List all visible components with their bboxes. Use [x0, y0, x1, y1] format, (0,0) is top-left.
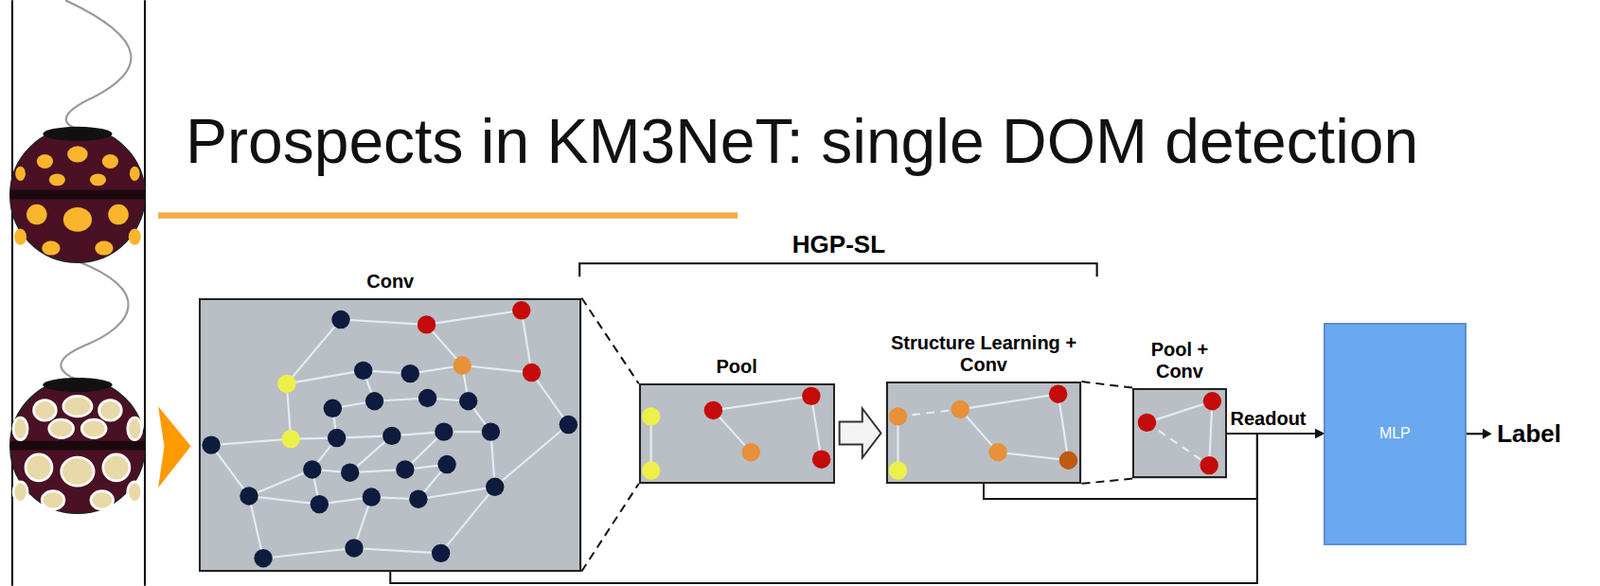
slide-title: Prospects in KM3NeT: single DOM detectio… — [185, 109, 1419, 173]
graph-edges — [211, 310, 1212, 559]
output-arrow — [1466, 428, 1493, 440]
skip-connector — [983, 433, 1324, 499]
edge-label: Readout — [1230, 408, 1307, 430]
structure-learning-box: Structure Learning + Conv — [886, 381, 1083, 484]
pool-conv-box: Pool + Conv — [1132, 388, 1227, 480]
block-arrow — [839, 408, 882, 459]
box-heading: Pool — [639, 355, 836, 378]
box-heading: Conv — [198, 270, 582, 293]
dom-sphere-pmts — [10, 126, 145, 263]
title-underline — [158, 212, 738, 218]
mlp-box: MLP — [1323, 322, 1467, 546]
box-grounds — [198, 298, 1227, 572]
dom-sphere-panels — [10, 377, 145, 514]
pool-graph-box: Pool — [639, 383, 836, 484]
input-arrow — [158, 406, 191, 488]
zoom-connector — [581, 298, 639, 572]
graph-vertices — [201, 301, 1222, 568]
output-label: Label — [1496, 419, 1562, 449]
zoom-connector — [1081, 381, 1133, 484]
box-text: MLP — [1325, 425, 1465, 443]
section-label: HGP-SL — [792, 230, 886, 260]
conv-graph-box: Conv — [198, 298, 582, 572]
skip-connector — [390, 433, 1324, 584]
box-heading: Structure Learning + Conv — [874, 332, 1094, 376]
box-heading: Pool + Conv — [1132, 338, 1227, 383]
bracket — [579, 263, 1097, 277]
